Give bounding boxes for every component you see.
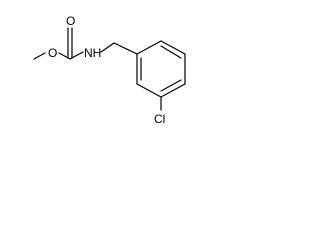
ether-oxygen-label: O — [48, 46, 57, 60]
ring-inner-bond-3 — [160, 45, 182, 59]
bond-carbonyl-nitrogen — [69, 51, 84, 60]
ring-bond-2 — [136, 83, 162, 98]
atom-labels: O O NH Cl — [48, 14, 165, 126]
ring-bond-5 — [160, 40, 186, 55]
bond-methylene-ring — [113, 42, 138, 55]
structure-diagram: O O NH Cl — [33, 14, 186, 126]
ring-bond-3 — [160, 83, 186, 98]
bond-methyl-oxygen — [33, 52, 46, 60]
carbonyl-oxygen-label: O — [66, 14, 75, 28]
ring-bond-6 — [136, 40, 162, 55]
bonds — [33, 27, 186, 111]
bond-nitrogen-methylene — [100, 42, 115, 53]
chlorine-label: Cl — [154, 112, 165, 126]
ring-inner-bond-2 — [160, 79, 182, 92]
amide-nitrogen-label: NH — [84, 46, 101, 60]
